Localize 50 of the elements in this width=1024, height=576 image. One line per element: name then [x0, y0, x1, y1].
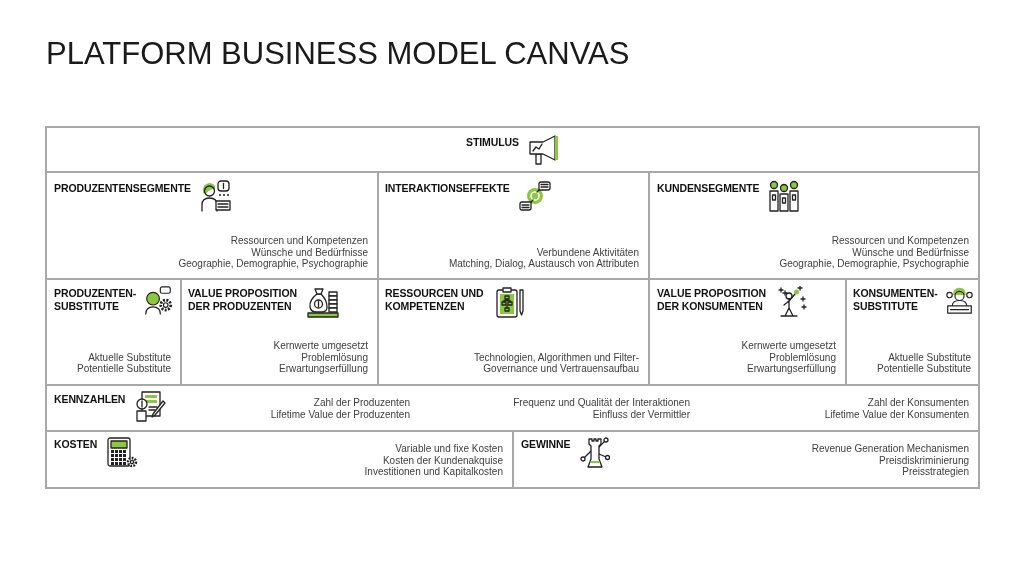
section-heading: RESSOURCEN UND KOMPETENZEN	[385, 287, 485, 313]
item-text: Problemlösung	[301, 351, 368, 364]
item-text: Aktuelle Substitute	[888, 351, 971, 364]
item-text: Lifetime Value der Produzenten	[270, 408, 410, 421]
canvas-section	[45, 430, 514, 489]
item-text: Zahl der Konsumenten	[867, 397, 969, 409]
item-text: Erwartungserfüllung	[279, 363, 368, 375]
item-text: Investitionen und Kapitalkosten	[364, 466, 503, 479]
section-heading: GEWINNE	[521, 438, 571, 451]
section-heading: KENNZAHLEN	[54, 393, 126, 406]
canvas-section	[45, 384, 980, 432]
item-text: Zahl der Produzenten	[313, 397, 410, 409]
item-text: Kernwerte umgesetzt	[741, 339, 836, 352]
canvas-section	[512, 430, 980, 489]
item-text: Ressourcen und Kompetenzen	[831, 234, 969, 247]
item-text: Kernwerte umgesetzt	[273, 339, 368, 352]
page-title: PLATFORM BUSINESS MODEL CANVAS	[46, 36, 630, 72]
item-text: Potentielle Substitute	[77, 363, 171, 375]
item-text: Wünsche und Bedürfnisse	[852, 246, 969, 259]
section-heading: VALUE PROPOSITION DER PRODUZENTEN	[188, 287, 298, 313]
item-text: Einfluss der Vermittler	[592, 408, 690, 421]
section-heading: KUNDENSEGMENTE	[657, 182, 760, 195]
item-text: Technologien, Algorithmen und Filter- Governance und Vertrauensaufbau	[472, 351, 639, 375]
item-text: Revenue Generation Mechanismen	[811, 443, 969, 455]
item-text: Preisdiskriminierung	[878, 454, 969, 467]
item-text: Potentielle Substitute	[877, 363, 971, 375]
canvas-section	[45, 171, 379, 280]
canvas-section	[45, 126, 980, 174]
item-text: Variable und fixe Kosten	[395, 443, 503, 455]
item-text: Preisstrategien	[902, 466, 969, 479]
item-text: Aktuelle Substitute	[88, 351, 171, 364]
item-text: Lifetime Value der Konsumenten	[824, 408, 969, 421]
section-heading: PRODUZENTEN- SUBSTITUTE	[54, 287, 138, 313]
item-text: Matching, Dialog, Austausch von Attributen	[448, 258, 639, 270]
section-heading: INTERAKTIONSEFFEKTE	[385, 182, 510, 195]
item-text: Ressourcen und Kompetenzen	[230, 234, 368, 247]
item-text: Verbundene Aktivitäten	[536, 246, 639, 259]
item-text: Geographie, Demographie, Psychographie	[178, 258, 368, 270]
section-heading: VALUE PROPOSITION DER KONSUMENTEN	[657, 287, 767, 313]
section-heading: PRODUZENTENSEGMENTE	[54, 182, 191, 195]
canvas-section	[648, 171, 980, 280]
item-text: Frequenz und Qualität der Interaktionen	[513, 397, 690, 409]
section-heading: KONSUMENTEN- SUBSTITUTE	[853, 287, 939, 313]
item-text: Geographie, Demographie, Psychographie	[779, 258, 969, 270]
item-text: Erwartungserfüllung	[747, 363, 836, 375]
item-text: Problemlösung	[769, 351, 836, 364]
section-heading: STIMULUS	[466, 136, 519, 149]
item-text: Wünsche und Bedürfnisse	[251, 246, 368, 259]
item-text: Kosten der Kundenakquise	[382, 454, 503, 467]
section-heading: KOSTEN	[54, 438, 98, 451]
